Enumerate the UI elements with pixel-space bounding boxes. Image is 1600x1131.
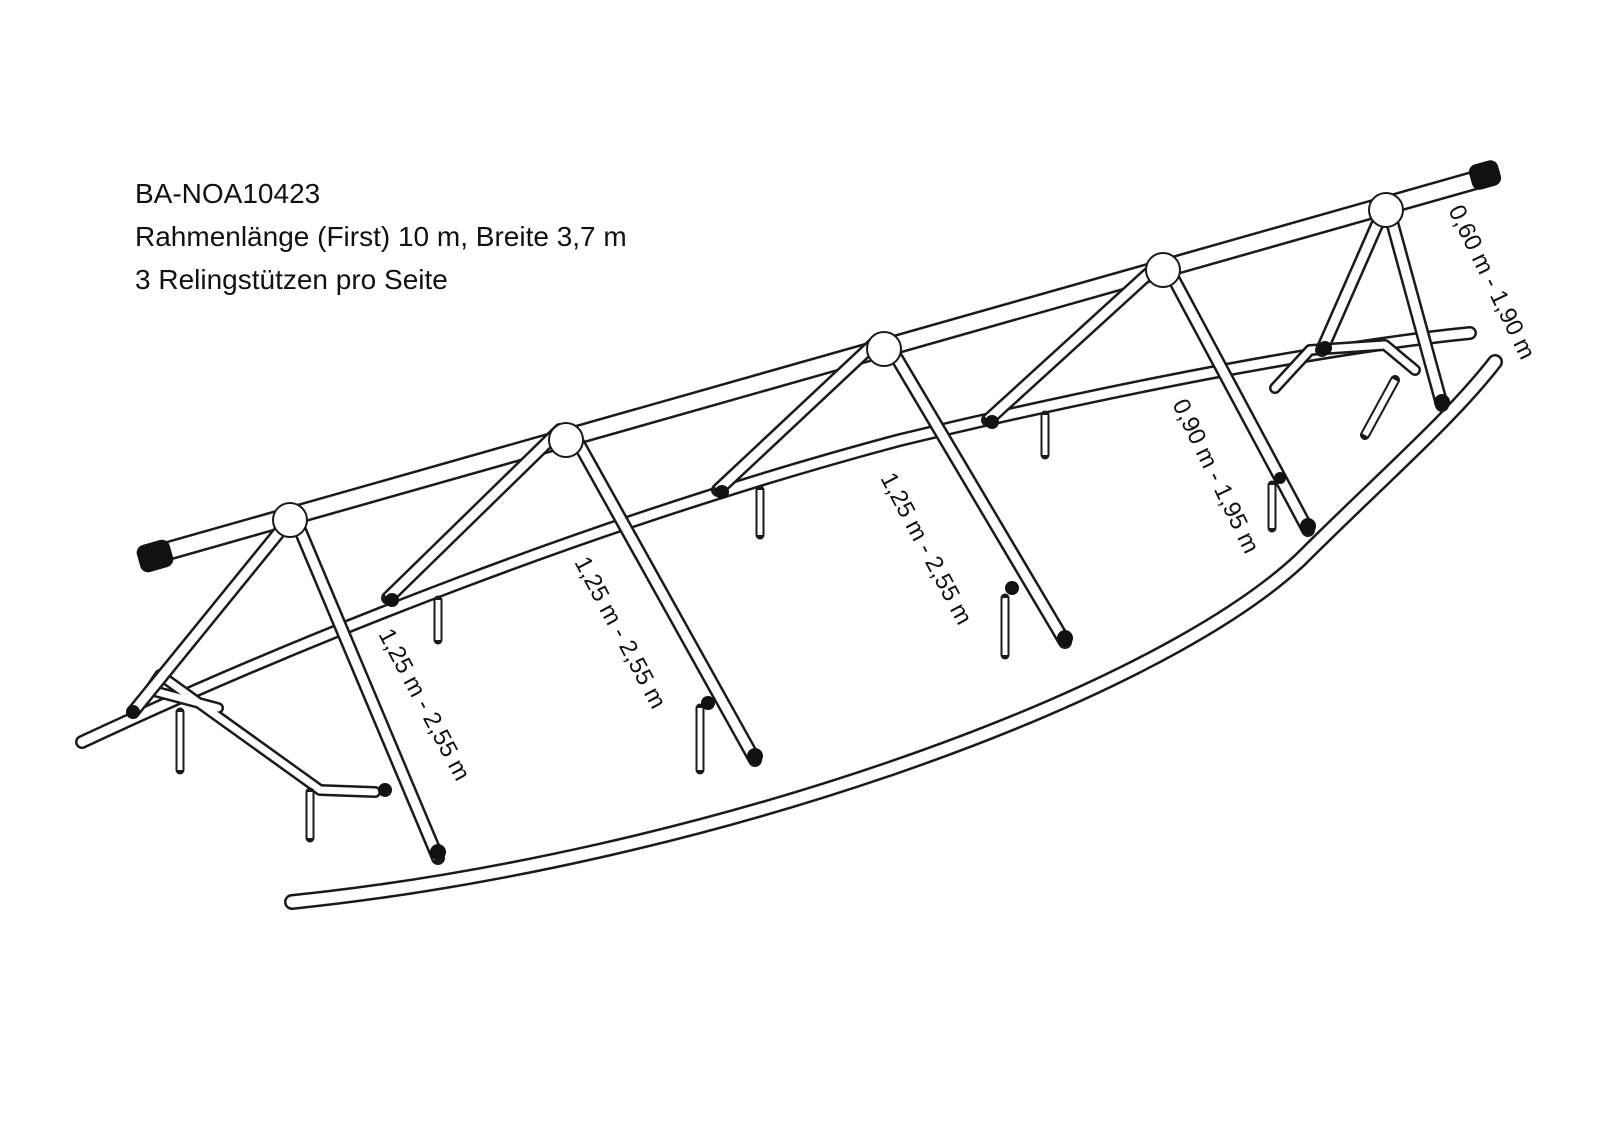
support-count: 3 Relingstützen pro Seite <box>135 264 448 295</box>
ridge-pole <box>136 160 1502 573</box>
dim-back: 1,25 m - 2,55 m <box>373 624 476 785</box>
front-bracket <box>1269 339 1421 440</box>
model-number: BA-NOA10423 <box>135 178 321 209</box>
ridge-end-cap-left <box>136 539 174 573</box>
ridge-end-cap-right <box>1468 160 1502 190</box>
frame-size: Rahmenlänge (First) 10 m, Breite 3,7 m <box>135 221 627 252</box>
outer-rail <box>284 354 1503 910</box>
info-block: BA-NOA10423 Rahmenlänge (First) 10 m, Br… <box>135 172 627 301</box>
support-posts <box>433 410 1277 775</box>
clamp-caps <box>126 341 1450 860</box>
dim-mid-front: 1,25 m - 2,55 m <box>875 468 978 629</box>
ridge-joints <box>272 192 1404 538</box>
support-struts <box>126 211 1449 865</box>
rear-bracket <box>144 669 381 843</box>
